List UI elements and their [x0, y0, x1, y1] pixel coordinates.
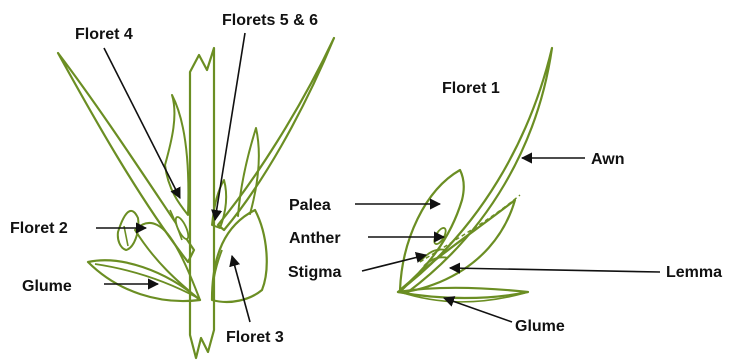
arrow-floret-3 [232, 256, 250, 322]
label-floret-3: Floret 3 [226, 329, 284, 346]
label-glume-right: Glume [515, 318, 565, 335]
arrow-floret-4 [104, 48, 180, 198]
label-glume-left: Glume [22, 278, 72, 295]
left-outer-glume [58, 53, 194, 262]
label-florets-5-6: Florets 5 & 6 [222, 12, 318, 29]
label-lemma: Lemma [666, 264, 722, 281]
arrow-lemma [450, 268, 660, 272]
label-stigma: Stigma [288, 264, 341, 281]
label-awn: Awn [591, 151, 624, 168]
rachis [190, 48, 214, 358]
label-palea: Palea [289, 197, 331, 214]
label-floret-2: Floret 2 [10, 220, 68, 237]
floret-4-shape [165, 95, 188, 215]
floret-4-anther [173, 215, 190, 240]
label-floret-4: Floret 4 [75, 26, 133, 43]
label-anther: Anther [289, 230, 341, 247]
label-floret-1: Floret 1 [442, 80, 500, 97]
arrow-stigma [362, 255, 426, 271]
